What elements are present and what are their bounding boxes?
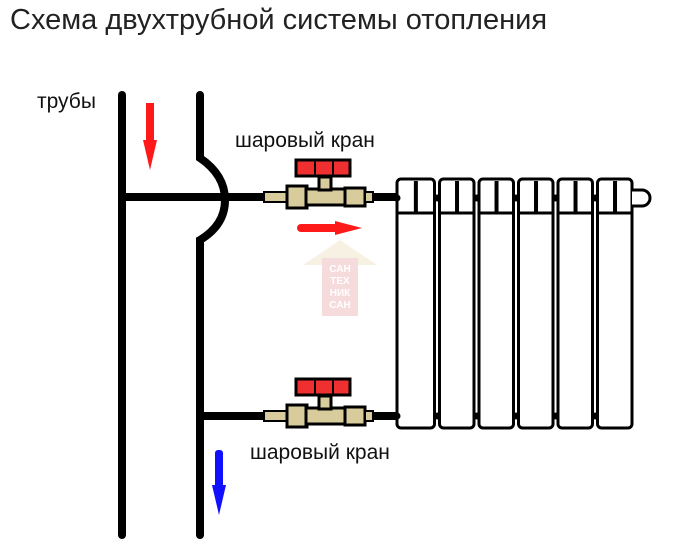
radiator-end-plug bbox=[632, 188, 652, 208]
radiator-nipple bbox=[592, 412, 599, 420]
return-flow-down-arrow bbox=[212, 450, 226, 515]
hot-flow-right-arrow bbox=[297, 221, 362, 235]
radiator-nipple bbox=[513, 194, 520, 202]
bottom-ball-valve[interactable] bbox=[263, 377, 374, 429]
radiator-section-rib bbox=[494, 181, 499, 212]
svg-text:САН: САН bbox=[329, 300, 350, 311]
radiator-nipple bbox=[513, 412, 520, 420]
radiator-nipple bbox=[552, 412, 560, 420]
bottom-valve-label: шаровый кран bbox=[250, 441, 390, 464]
radiator-section bbox=[438, 177, 476, 430]
hot-flow-down-arrow bbox=[143, 103, 157, 170]
radiator-section-rib bbox=[573, 181, 578, 212]
radiator-section bbox=[556, 177, 594, 430]
radiator-section-rib bbox=[613, 181, 618, 212]
pipes-label: трубы bbox=[37, 90, 96, 113]
radiator-section bbox=[395, 177, 436, 430]
radiator-section-rib bbox=[455, 181, 460, 212]
watermark-logo: САН ТЕХ НИК САН bbox=[303, 240, 377, 316]
radiator-section bbox=[477, 177, 515, 430]
radiator-nipple bbox=[434, 412, 441, 420]
radiator-section bbox=[517, 177, 555, 430]
radiator-outlet bbox=[393, 412, 401, 420]
radiator-nipple bbox=[592, 194, 599, 202]
radiator-section-rib bbox=[534, 181, 539, 212]
radiator-section-rib bbox=[413, 181, 418, 212]
radiator-nipple bbox=[473, 412, 481, 420]
svg-text:ТЕХ: ТЕХ bbox=[330, 276, 350, 287]
radiator-nipple bbox=[434, 194, 441, 202]
svg-text:САН: САН bbox=[329, 264, 350, 275]
top-valve-label: шаровый кран bbox=[235, 129, 375, 152]
radiator-inlet bbox=[393, 194, 401, 202]
svg-text:НИК: НИК bbox=[330, 288, 351, 299]
radiator-section bbox=[596, 177, 634, 430]
radiator bbox=[393, 177, 652, 430]
radiator-nipple bbox=[552, 194, 560, 202]
diagram-title: Схема двухтрубной системы отопления bbox=[10, 4, 548, 36]
radiator-nipple bbox=[473, 194, 481, 202]
top-ball-valve[interactable] bbox=[263, 158, 374, 210]
